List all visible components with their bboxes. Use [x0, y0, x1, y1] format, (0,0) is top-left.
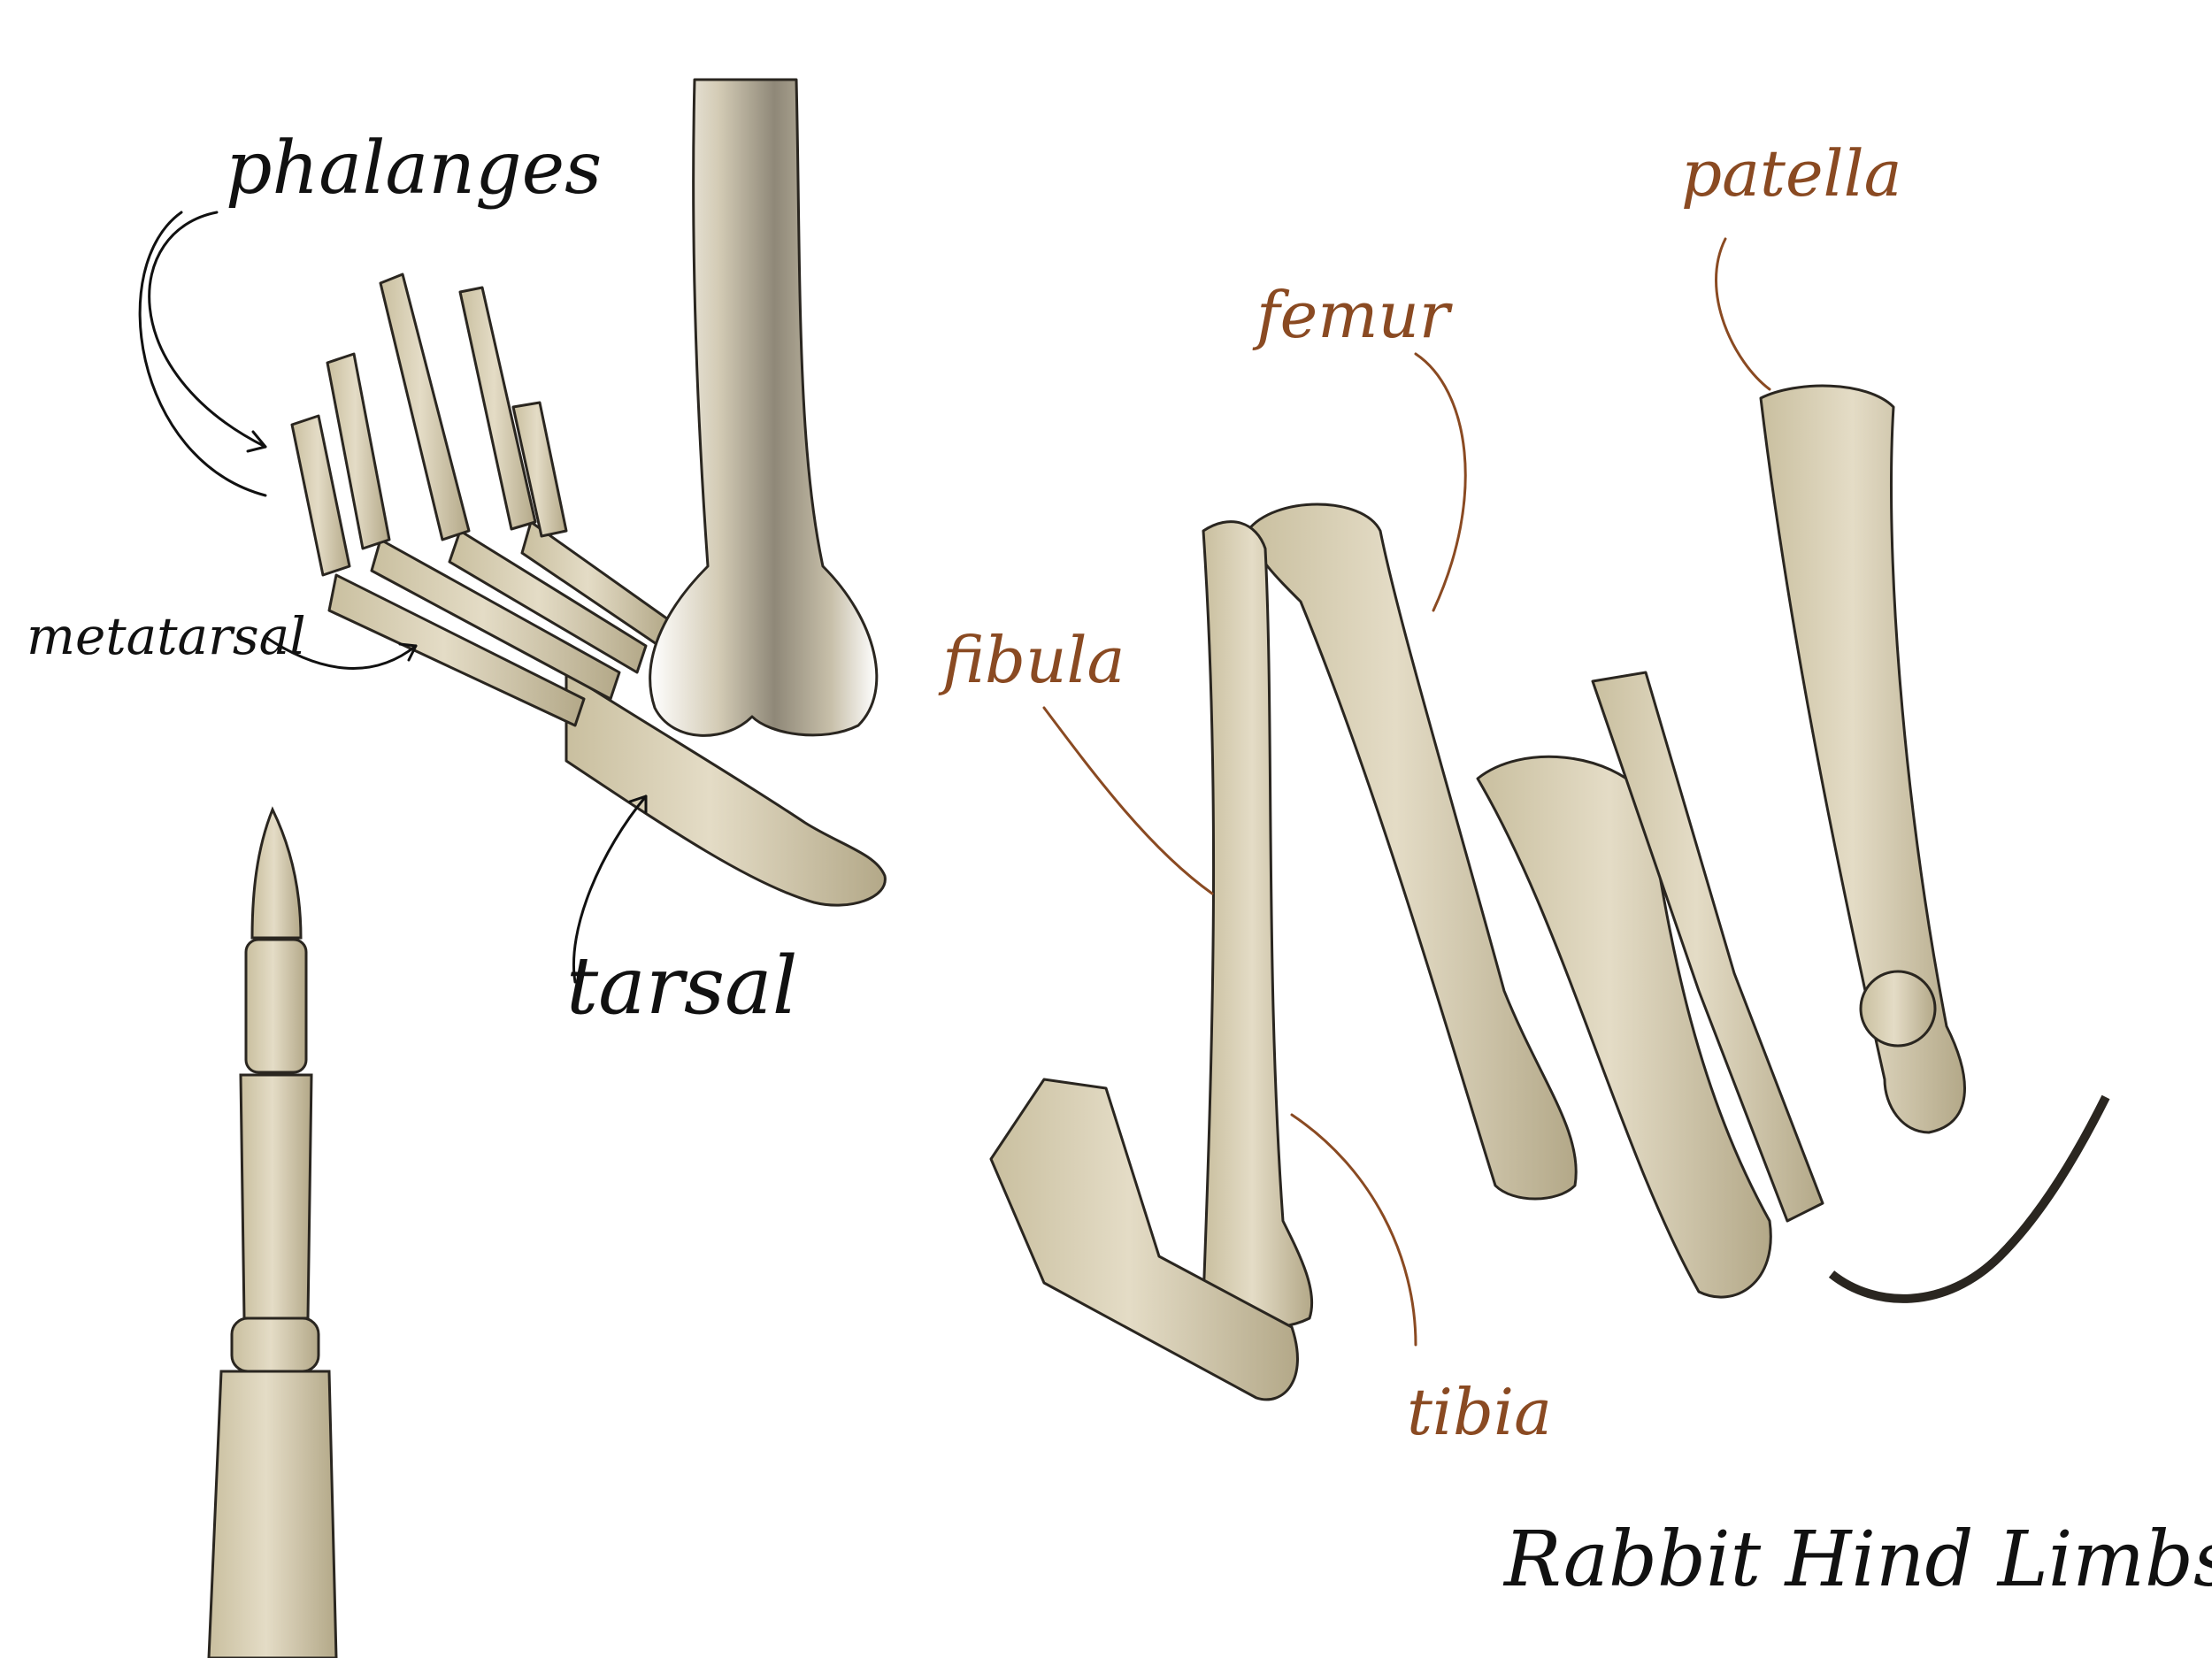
patella-label: patella [1681, 136, 1902, 211]
small-foot [989, 1078, 1299, 1401]
claw-bone [250, 806, 303, 940]
diagram-title: Rabbit Hind Limbs [1504, 1516, 2212, 1604]
upper-shaft-bone [649, 78, 879, 737]
metatarsal-bone-1 [327, 573, 586, 727]
metatarsal-bone-3 [448, 529, 648, 674]
hind-limbs-group [989, 384, 2110, 1401]
digit-detail-group [207, 806, 338, 1658]
metatarsal-bone-2 [370, 538, 621, 701]
tarsal-label: tarsal [566, 940, 798, 1032]
tibia-label: tibia [1407, 1375, 1553, 1449]
vertebrae [1591, 671, 1824, 1223]
phalanx-5 [511, 401, 568, 538]
leader-lines-black [138, 211, 648, 984]
tail-bones [1828, 1094, 2110, 1303]
tibia-bone [1202, 520, 1314, 1329]
phalanx-3 [379, 272, 471, 541]
proximal-phalanx [207, 1370, 338, 1658]
leader-lines-brown [1042, 237, 1771, 1347]
femur-bone-back [1759, 384, 1966, 1134]
phalanges-label: phalanges [226, 127, 603, 211]
femur-bone-front [1246, 503, 1578, 1201]
phalanx-2 [326, 352, 391, 550]
joint [230, 1316, 320, 1373]
patella-bone [1859, 970, 1937, 1048]
foot-detail-group [290, 78, 887, 907]
tarsal-bone [565, 671, 887, 907]
phalanx-1 [290, 414, 351, 577]
distal-phalanx [244, 938, 308, 1074]
fibula-label: fibula [942, 623, 1125, 697]
phalanx-4 [458, 286, 537, 531]
metatarsal-label: metatarsal [27, 606, 306, 666]
femur-label: femur [1256, 278, 1450, 352]
middle-phalanx [239, 1073, 313, 1320]
